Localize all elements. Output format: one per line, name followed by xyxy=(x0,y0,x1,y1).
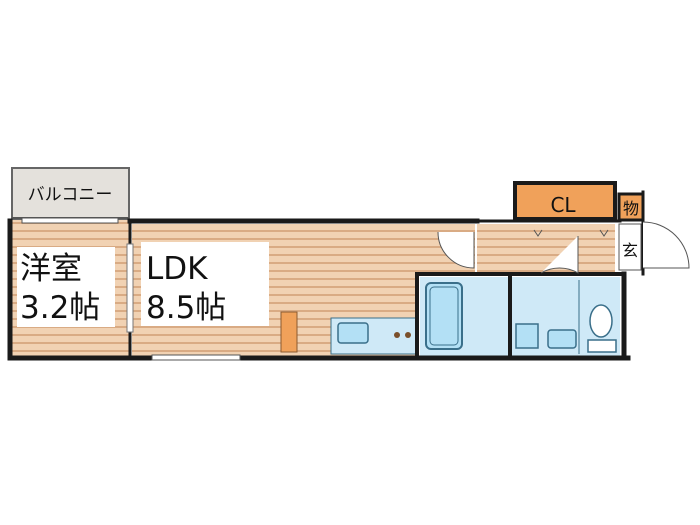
door-swings xyxy=(437,221,690,274)
western-room: 洋室 3.2帖 xyxy=(12,220,129,356)
ldk-room: LDK 8.5帖 xyxy=(132,224,475,356)
door-washroom xyxy=(540,236,579,274)
kitchen xyxy=(330,317,418,355)
window-western-divider xyxy=(126,243,134,333)
storage-label: 物 xyxy=(623,199,639,218)
walls xyxy=(7,190,645,361)
wash-basin xyxy=(547,329,577,349)
balcony: バルコニー xyxy=(11,167,130,221)
ldk-counter xyxy=(280,311,298,353)
washroom xyxy=(512,277,620,356)
washing-machine xyxy=(515,323,539,349)
toilet-tank xyxy=(587,339,617,353)
bathroom xyxy=(420,277,508,356)
window-ldk-bottom xyxy=(151,354,241,361)
toilet xyxy=(589,304,613,338)
closet: CL xyxy=(513,181,617,221)
entrance: 玄 xyxy=(618,223,642,271)
storage: 物 xyxy=(617,192,645,222)
kitchen-sink xyxy=(337,322,369,344)
closet-label: CL xyxy=(550,193,576,217)
stove-burner-right xyxy=(405,332,411,338)
western-room-name: 洋室 xyxy=(20,251,82,287)
bathtub xyxy=(425,282,463,350)
balcony-label: バルコニー xyxy=(28,185,113,205)
window-balcony xyxy=(21,217,119,224)
door-entrance xyxy=(642,221,690,269)
windows xyxy=(21,217,241,361)
stove-burner-left xyxy=(394,332,400,338)
ldk-room-size: 8.5帖 xyxy=(146,290,226,326)
entrance-label: 玄 xyxy=(622,241,638,260)
hallway xyxy=(477,224,615,274)
western-room-size: 3.2帖 xyxy=(20,290,100,326)
door-ldk-hall xyxy=(437,231,475,269)
ldk-room-name: LDK xyxy=(146,251,208,287)
